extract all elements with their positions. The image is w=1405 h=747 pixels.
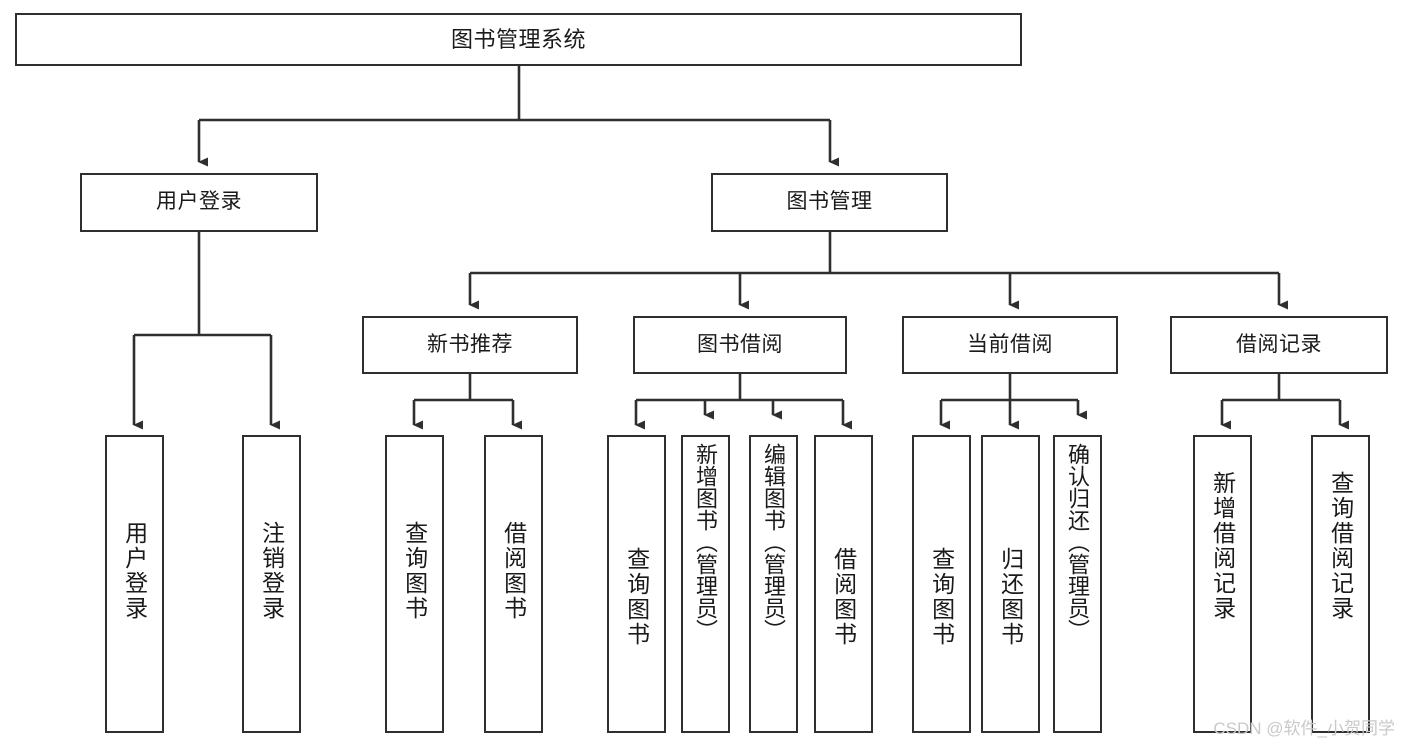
- node-leaf-borrow-book-borrow[interactable]: 借阅图书: [814, 435, 873, 733]
- node-leaf-query-borrow-record[interactable]: 查询借阅记录: [1311, 435, 1370, 733]
- node-label: 查询借阅记录: [1327, 471, 1354, 621]
- node-book-management[interactable]: 图书管理: [711, 173, 948, 232]
- node-leaf-return-book[interactable]: 归还图书: [981, 435, 1040, 733]
- node-label: 借阅图书: [830, 547, 857, 647]
- node-book-borrow[interactable]: 图书借阅: [633, 316, 847, 374]
- node-leaf-add-book[interactable]: 新增图书（管理员）: [681, 435, 730, 733]
- node-label: 归还图书: [997, 547, 1024, 647]
- node-label: 借阅图书: [500, 521, 527, 621]
- node-user-login[interactable]: 用户登录: [80, 173, 318, 232]
- node-leaf-user-login[interactable]: 用户登录: [105, 435, 164, 733]
- node-root-book-management-system[interactable]: 图书管理系统: [15, 13, 1022, 66]
- node-label: 用户登录: [156, 190, 242, 214]
- node-label: 图书管理: [786, 190, 873, 214]
- node-leaf-query-book-borrow[interactable]: 查询图书: [607, 435, 666, 733]
- node-label: 编辑图书（管理员）: [761, 443, 787, 641]
- node-label: 查询图书: [623, 547, 650, 647]
- node-label: 查询图书: [928, 547, 955, 647]
- node-leaf-logout-login[interactable]: 注销登录: [242, 435, 301, 733]
- node-leaf-query-book-recommend[interactable]: 查询图书: [385, 435, 444, 733]
- node-leaf-edit-book[interactable]: 编辑图书（管理员）: [749, 435, 798, 733]
- node-leaf-borrow-book-recommend[interactable]: 借阅图书: [484, 435, 543, 733]
- node-label: 新书推荐: [427, 332, 513, 356]
- node-current-borrow[interactable]: 当前借阅: [902, 316, 1118, 374]
- node-label: 查询图书: [401, 521, 428, 621]
- csdn-watermark: CSDN @软件_小贺同学: [1213, 719, 1395, 738]
- node-leaf-confirm-return[interactable]: 确认归还（管理员）: [1053, 435, 1102, 733]
- node-new-book-recommend[interactable]: 新书推荐: [362, 316, 578, 374]
- node-label: 图书借阅: [697, 332, 783, 356]
- node-label: 借阅记录: [1236, 332, 1322, 356]
- node-label: 图书管理系统: [450, 26, 586, 52]
- node-label: 新增图书（管理员）: [693, 443, 719, 641]
- node-borrow-record[interactable]: 借阅记录: [1170, 316, 1388, 374]
- node-label: 用户登录: [121, 521, 148, 621]
- node-leaf-add-borrow-record[interactable]: 新增借阅记录: [1193, 435, 1252, 733]
- node-label: 确认归还（管理员）: [1065, 443, 1091, 641]
- node-leaf-query-book-current[interactable]: 查询图书: [912, 435, 971, 733]
- node-label: 新增借阅记录: [1209, 471, 1236, 621]
- node-label: 当前借阅: [967, 332, 1053, 356]
- node-label: 注销登录: [258, 521, 285, 621]
